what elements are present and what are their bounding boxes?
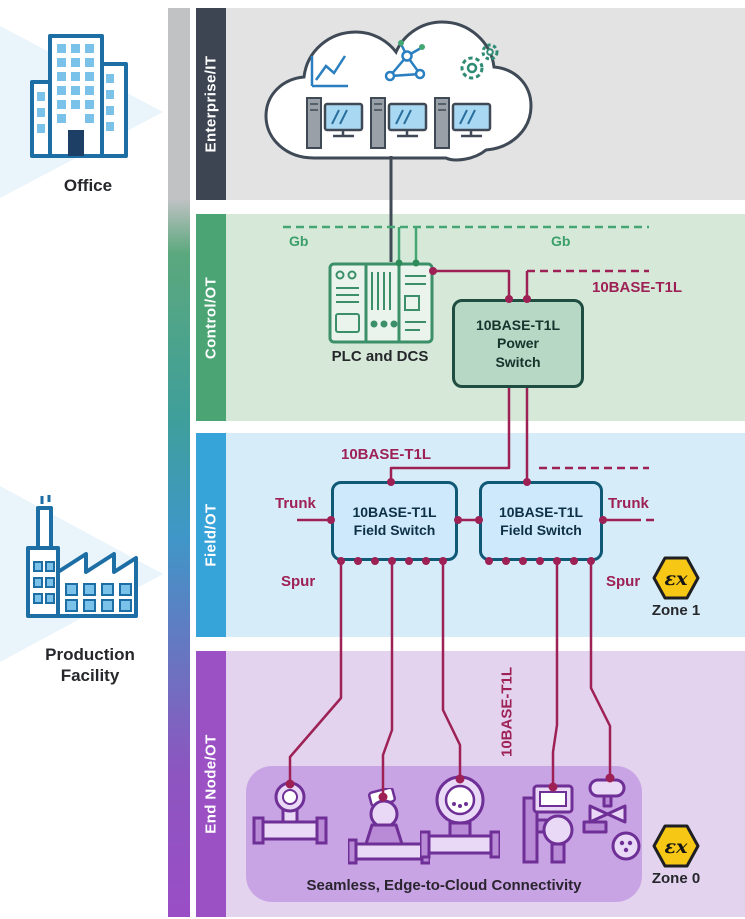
- production-facility-icon: [26, 495, 138, 618]
- band-label-bar-enterprise: Enterprise/IT: [196, 8, 226, 200]
- gb-label-right: Gb: [551, 233, 571, 249]
- production-facility-label: Production Facility: [45, 645, 135, 686]
- gb-label-left: Gb: [289, 233, 309, 249]
- plc-dcs-label: PLC and DCS: [331, 348, 429, 365]
- zone0-label: Zone 0: [651, 870, 701, 887]
- spur-label-left: Spur: [281, 573, 316, 590]
- band-label-bar-endnode: End Node/OT: [196, 651, 226, 917]
- band-label-endnode: End Node/OT: [202, 734, 220, 834]
- field-switch-right-box: 10BASE-T1L Field Switch: [479, 481, 603, 561]
- trunk-label-left: Trunk: [275, 495, 316, 512]
- band-label-control: Control/OT: [202, 276, 220, 359]
- field-switch-left-line2: Field Switch: [353, 522, 436, 538]
- field-switch-left-line1: 10BASE-T1L: [352, 503, 437, 520]
- power-switch-box: 10BASE-T1L Power Switch: [452, 299, 584, 388]
- band-label-bar-field: Field/OT: [196, 433, 226, 637]
- layer-gradient-bar: [168, 8, 190, 917]
- gears-icon: [460, 43, 499, 80]
- transmitter-icon: [522, 784, 574, 864]
- band-label-enterprise: Enterprise/IT: [202, 55, 220, 153]
- band-label-field: Field/OT: [202, 503, 220, 567]
- field-switch-left-box: 10BASE-T1L Field Switch: [331, 481, 458, 561]
- ex-zone0-icon: εx: [652, 824, 700, 868]
- flow-meter-icon: [252, 781, 328, 845]
- spur-label-right: Spur: [606, 573, 641, 590]
- t1l-endnode-label: 10BASE-T1L: [498, 666, 516, 758]
- power-switch-line1: 10BASE-T1L: [475, 317, 561, 334]
- zone1-label: Zone 1: [651, 602, 701, 619]
- field-switch-right-line1: 10BASE-T1L: [498, 503, 584, 520]
- server-workstation-icons: [306, 97, 492, 149]
- coriolis-meter-icon: [420, 775, 500, 859]
- end-node-caption: Seamless, Edge-to-Cloud Connectivity: [306, 877, 582, 894]
- office-building-icon: [30, 34, 128, 158]
- band-label-bar-control: Control/OT: [196, 214, 226, 421]
- control-valve-icon: [582, 778, 641, 861]
- ex-zone1-icon: εx: [652, 556, 700, 600]
- power-switch-line3: Switch: [495, 353, 541, 370]
- chart-icon: [310, 55, 348, 88]
- ex-symbol-zone0: εx: [665, 836, 689, 858]
- power-switch-line2: Power: [496, 335, 539, 352]
- ex-symbol-zone1: εx: [665, 568, 689, 590]
- enterprise-cloud-icon: [264, 20, 533, 162]
- network-graph-icon: [384, 40, 426, 82]
- t1l-control-label: 10BASE-T1L: [592, 279, 683, 296]
- field-switch-right-line2: Field Switch: [500, 522, 582, 538]
- plc-dcs-icon: [328, 262, 434, 344]
- valve-positioner-icon: [348, 788, 430, 865]
- trunk-label-right: Trunk: [608, 495, 649, 512]
- t1l-field-label: 10BASE-T1L: [341, 446, 432, 463]
- office-label: Office: [63, 176, 113, 195]
